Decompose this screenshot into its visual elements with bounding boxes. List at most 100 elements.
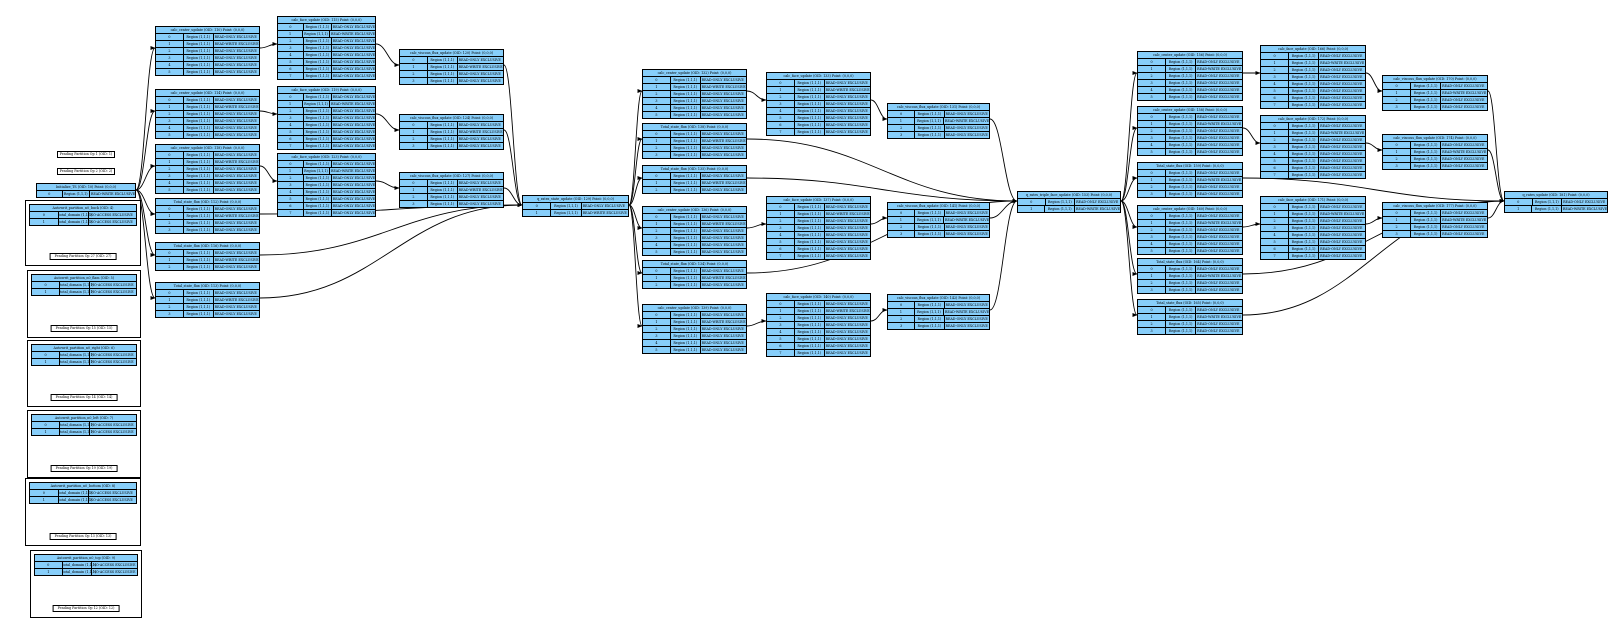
requirement-region: Region (1,1,1): [915, 210, 945, 216]
requirement-region: Region (1,1,1): [184, 104, 214, 110]
pending-partition-op[interactable]: Pending Partition Op 2 (OID: 2): [57, 168, 115, 175]
dependency-edge: [135, 164, 156, 191]
requirement-privilege: READ-ONLY EXCLUSIVE: [1320, 75, 1363, 79]
requirement-region: Region (1,1,1): [795, 80, 825, 86]
task-node-c6[interactable]: calc_center_update (OID: 139) Point: (0,…: [642, 304, 747, 354]
task-node-f3[interactable]: calc_face_update (OID: 123) Point: (0,0,…: [277, 153, 376, 217]
requirement-region: Region (1,1,1): [795, 101, 825, 107]
task-node-v4[interactable]: calc_viscous_flux_update (OID: 131) Poin…: [887, 103, 990, 139]
requirement-privilege: READ-ONLY EXCLUSIVE: [1197, 115, 1240, 119]
task-node-f7[interactable]: calc_face_update (OID: 166) Point: (0,0,…: [1260, 45, 1366, 109]
requirement-region: Region (1,1,1): [1289, 151, 1320, 157]
requirement-region: Region (1,1,1): [671, 268, 701, 274]
requirement-privilege: READ-ONLY EXCLUSIVE: [701, 78, 744, 82]
task-node-c7[interactable]: calc_center_update (OID: 156) Point: (0,…: [1137, 51, 1243, 101]
requirement-region: Region (1,1,1): [1289, 123, 1320, 129]
task-node-v1[interactable]: calc_viscous_flux_update (OID: 120) Poin…: [399, 49, 504, 85]
pending-partition-op[interactable]: Pending Partition Op 27 (OID: 27): [49, 253, 117, 260]
requirement-region: Region (1,1,1): [1289, 144, 1320, 150]
task-node-f9[interactable]: calc_face_update (OID: 171) Point: (0,0,…: [1260, 196, 1366, 260]
task-node-c2[interactable]: calc_center_update (OID: 114) Point: (0,…: [155, 89, 260, 139]
pending-partition-op[interactable]: Pending Partition Op 15 (OID: 15): [50, 325, 118, 332]
requirement-privilege: NO-ACCESS EXCLUSIVE: [91, 283, 134, 287]
task-node-t5[interactable]: Total_state_flux (OID: 135) Point: (0,0,…: [642, 165, 747, 194]
pending-partition-op[interactable]: Pending Partition Op 13 (OID: 13): [49, 533, 117, 540]
task-node-f8[interactable]: calc_face_update (OID: 172) Point: (0,0,…: [1260, 115, 1366, 179]
task-node-t9[interactable]: Total_state_flux (OID: 165) Point: (0,0,…: [1137, 299, 1243, 335]
requirement-privilege: READ-ONLY EXCLUSIVE: [1197, 129, 1240, 133]
task-node-v9[interactable]: calc_viscous_flux_update (OID: 177) Poin…: [1382, 202, 1488, 238]
task-node-t6[interactable]: Total_state_flux (OID: 134) Point: (0,0,…: [642, 260, 747, 289]
task-node-f1[interactable]: calc_face_update (OID: 115) Point: (0,0,…: [277, 16, 376, 80]
requirement-privilege: READ-ONLY EXCLUSIVE: [1320, 96, 1363, 100]
dependency-edge: [503, 64, 523, 207]
requirement-region: Region (1,1,1): [915, 302, 945, 308]
task-node-t8[interactable]: Total_state_flux (OID: 164) Point: (0,0,…: [1137, 258, 1243, 294]
requirement-index: 2: [156, 304, 184, 310]
task-node-title: calc_center_update (OID: 160) Point: (0,…: [1138, 206, 1242, 213]
task-node-f6[interactable]: calc_face_update (OID: 140) Point: (0,0,…: [766, 293, 871, 357]
task-node-t1[interactable]: Total_state_flux (OID: 112) Point: (0,0,…: [155, 198, 260, 234]
pending-partition-op[interactable]: Pending Partition Op 19 (OID: 19): [50, 465, 118, 472]
requirement-index: 7: [278, 210, 304, 216]
pending-partition-op[interactable]: Pending Partition Op 14 (OID: 14): [50, 394, 118, 401]
pending-partition-op[interactable]: Pending Partition Op 1 (OID: 1): [57, 151, 115, 158]
task-node-t7[interactable]: Total_state_flux (OID: 159) Point: (0,0,…: [1137, 162, 1243, 198]
task-node-t4[interactable]: Total_state_flux (OID: 138) Point: (0,0,…: [642, 123, 747, 159]
task-node-c5[interactable]: calc_center_update (OID: 136) Point: (0,…: [642, 206, 747, 256]
pending-partition-op[interactable]: Pending Partition Op 12 (OID: 12): [52, 605, 120, 612]
requirement-index: 2: [767, 315, 795, 321]
task-node-v3[interactable]: calc_viscous_flux_update (OID: 127) Poin…: [399, 172, 504, 208]
task-node-c4[interactable]: calc_center_update (OID: 132) Point: (0,…: [642, 69, 747, 119]
task-node-q1[interactable]: q_rates_state_update (OID: 129) Point: (…: [522, 195, 629, 217]
requirement-privilege: READ-ONLY EXCLUSIVE: [1320, 159, 1363, 163]
requirement-index: 2: [400, 136, 428, 142]
requirement-index: 0: [400, 57, 428, 63]
requirement-region: Region (1,1,1): [671, 84, 701, 90]
requirement-region: Region (1,1,1): [671, 138, 701, 144]
task-node-title: calc_viscous_flux_update (OID: 131) Poin…: [888, 104, 989, 111]
dependency-edge: [746, 138, 1018, 203]
task-node-t2[interactable]: Total_state_flux (OID: 116) Point: (0,0,…: [155, 242, 260, 271]
requirement-privilege: READ-ONLY EXCLUSIVE: [701, 229, 744, 233]
task-node-q3[interactable]: q_rates_update (OID: 181) Point: (0,0,0)…: [1504, 191, 1608, 213]
task-node-c8[interactable]: calc_center_update (OID: 158) Point: (0,…: [1137, 106, 1243, 156]
task-node-f5[interactable]: calc_face_update (OID: 137) Point: (0,0,…: [766, 196, 871, 260]
requirement-region: Region (1,1,1): [915, 323, 945, 329]
task-node-f4[interactable]: calc_face_update (OID: 133) Point: (0,0,…: [766, 72, 871, 136]
task-node-f2[interactable]: calc_face_update (OID: 119) Point: (0,0,…: [277, 86, 376, 150]
task-node-v8[interactable]: calc_viscous_flux_update (OID: 174) Poin…: [1382, 134, 1488, 170]
task-node-v7[interactable]: calc_viscous_flux_update (OID: 170) Poin…: [1382, 75, 1488, 111]
task-node-t3[interactable]: Total_state_flux (OID: 113) Point: (0,0,…: [155, 282, 260, 318]
requirement-privilege: READ-ONLY EXCLUSIVE: [701, 113, 744, 117]
task-node-c3[interactable]: calc_center_update (OID: 118) Point: (0,…: [155, 144, 260, 194]
dependency-edge: [1487, 90, 1505, 203]
requirement-privilege: READ-WRITE EXCLUSIVE: [214, 298, 259, 302]
requirement-privilege: READ-ONLY EXCLUSIVE: [332, 39, 375, 43]
task-node-c9[interactable]: calc_center_update (OID: 160) Point: (0,…: [1137, 205, 1243, 255]
requirement-privilege: READ-WRITE EXCLUSIVE: [458, 188, 503, 192]
requirement-index: 2: [1138, 321, 1167, 327]
requirement-privilege: READ-ONLY EXCLUSIVE: [1197, 249, 1240, 253]
task-node-v2[interactable]: calc_viscous_flux_update (OID: 124) Poin…: [399, 114, 504, 150]
task-node-q2[interactable]: q_rates_triple_face_update (OID: 153) Po…: [1017, 191, 1121, 213]
task-node-v5[interactable]: calc_viscous_flux_update (OID: 141) Poin…: [887, 202, 990, 238]
task-node-v6[interactable]: calc_viscous_flux_update (OID: 142) Poin…: [887, 294, 990, 330]
requirement-index: 2: [1383, 156, 1412, 162]
task-node-c1[interactable]: calc_center_update (OID: 110) Point: (0,…: [155, 26, 260, 76]
